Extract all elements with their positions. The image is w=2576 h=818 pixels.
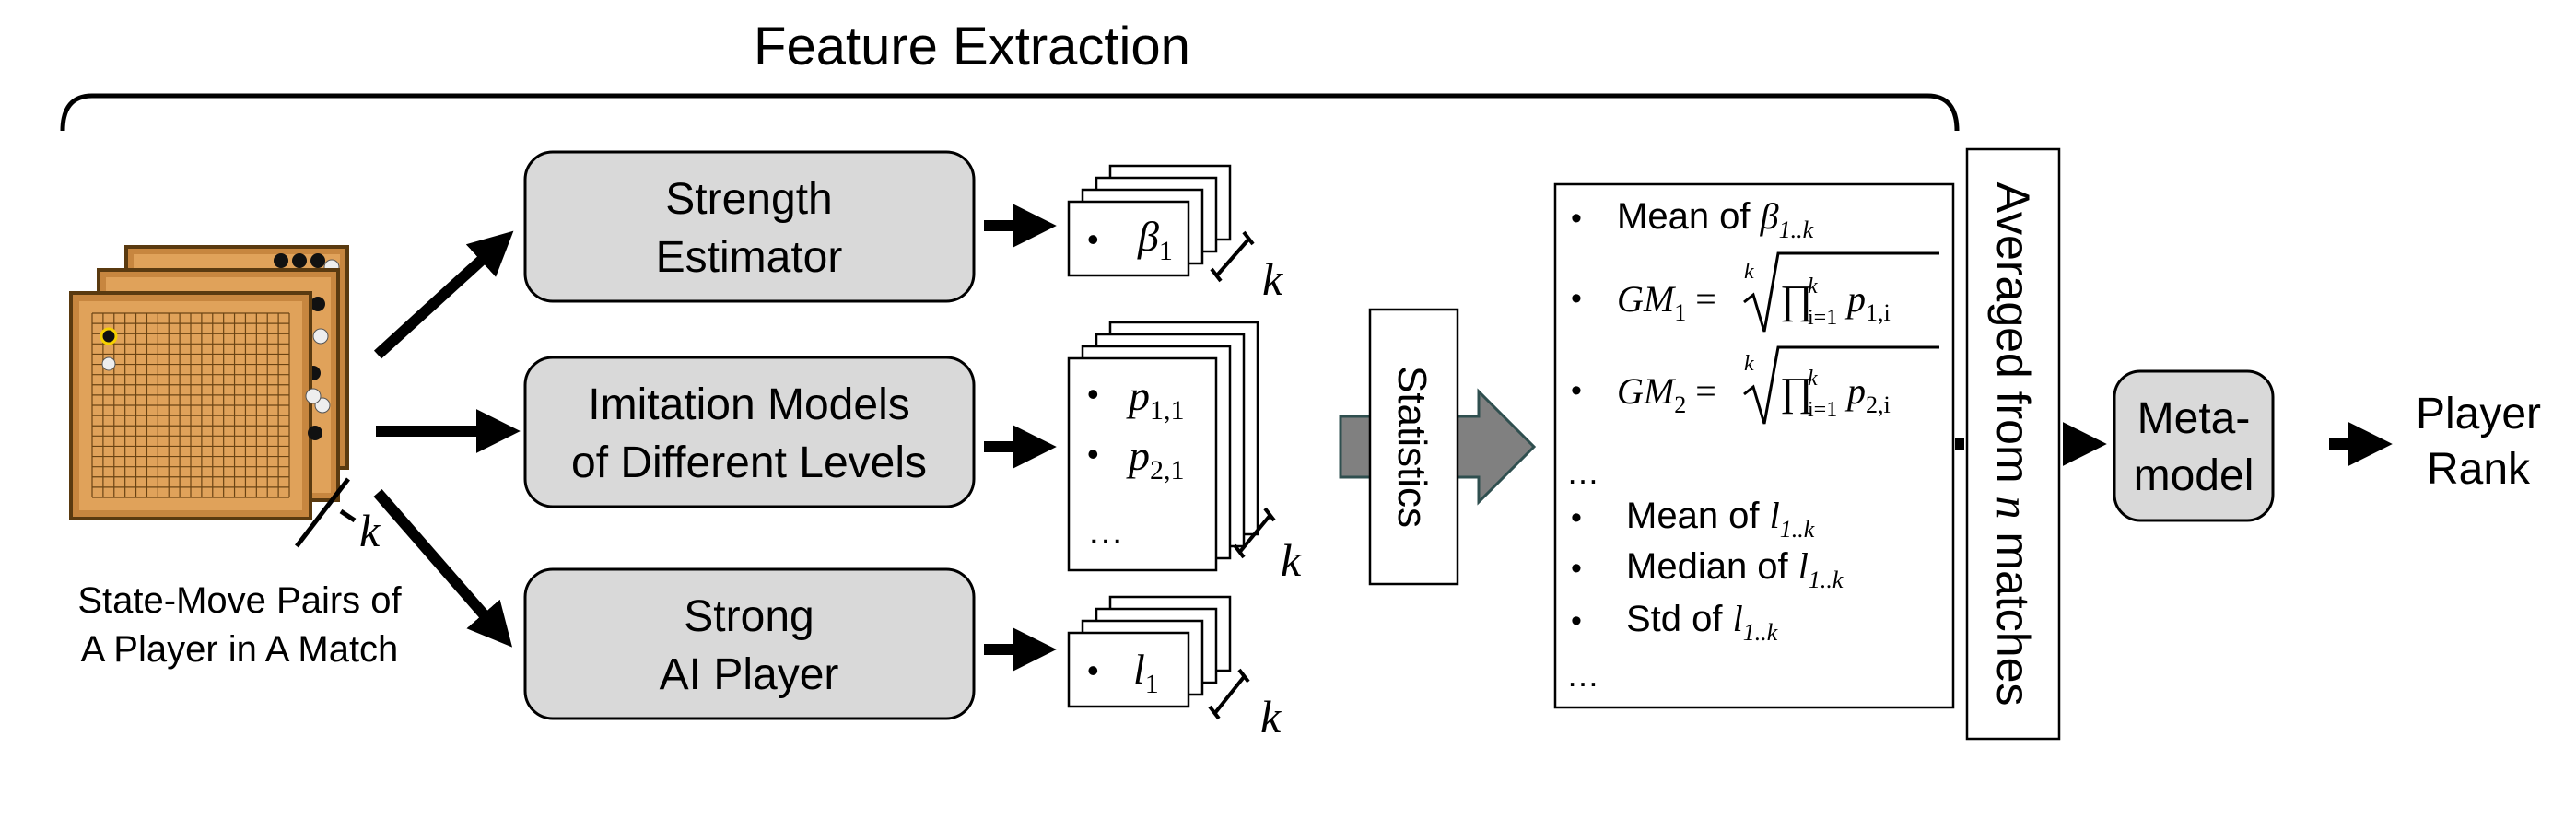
arrow-to-strength-estimator [373,230,514,359]
beta-output-stack: • β1 k [1067,164,1283,305]
feature-ellipsis: … [1566,453,1599,491]
k-label: k [359,505,381,556]
diagram-title: Feature Extraction [754,17,1190,76]
k-label: k [1262,253,1283,305]
averaged-box [1965,147,2061,741]
feature-ellipsis-2: … [1566,656,1599,694]
bullet: • [1571,373,1582,408]
svg-text:p1,i: p1,i [1844,278,1891,326]
model-box-strength-estimator: Strength Estimator [523,150,976,303]
averaged-label: Averaged from n matches [1987,182,2039,707]
l-output-stack: • l1 k [1067,595,1282,742]
statistics-box [1368,308,1459,586]
meta-model-line1: Meta- [2137,394,2251,443]
bullet: • [1087,220,1099,258]
svg-text:k: k [1744,260,1754,284]
feature-extraction-brace [60,93,1960,132]
svg-text:i=1: i=1 [1808,398,1837,422]
feature-gm1: GM1 = k ∏ k i=1 p1,i [1617,251,1939,333]
meta-model-line2: model [2134,451,2254,500]
input-caption-line2: A Player in A Match [81,629,399,670]
statistics-label: Statistics [1389,366,1434,528]
feature-list-box [1553,182,1955,709]
feature-gm2: GM2 = k ∏ k i=1 p2,i [1617,345,1939,425]
bullet: • [1087,651,1099,689]
l-variable: l1 [1133,646,1159,699]
bullet: • [1571,281,1582,316]
feature-mean-beta: Mean of β1..k [1617,195,1814,243]
bullet: • [1087,375,1099,413]
k-label: k [1260,691,1282,742]
bullet: • [1571,500,1582,535]
svg-text:∏: ∏ [1780,277,1813,322]
feature-median-l: Median of l1..k [1626,545,1844,593]
svg-text:k: k [1808,275,1818,298]
output-label-line2: Rank [2427,445,2531,494]
p-variable-1: p1,1 [1126,372,1185,426]
k-label: k [1281,534,1302,586]
go-board-front [69,291,322,520]
meta-model-box: Meta- model [2113,369,2275,522]
input-k-marker: k [295,477,381,556]
svg-text:p2,i: p2,i [1844,370,1891,418]
bullet: • [1571,201,1582,236]
model-box-strong-ai: Strong AI Player [523,567,976,720]
model-label-line2: AI Player [660,650,839,699]
bullet: • [1087,435,1099,473]
svg-text:∏: ∏ [1780,369,1813,415]
model-box-imitation-models: Imitation Models of Different Levels [523,356,976,508]
svg-text:GM1 =: GM1 = [1617,278,1716,326]
p-output-stack: • p1,1 • p2,1 … k [1067,321,1302,586]
model-label-line1: Imitation Models [588,380,909,429]
feature-std-l: Std of l1..k [1626,598,1778,646]
svg-text:GM2 =: GM2 = [1617,370,1716,418]
go-boards-stack [69,245,349,520]
feature-mean-l: Mean of l1..k [1626,495,1815,543]
bullet: • [1571,603,1582,638]
output-label-line1: Player [2416,390,2541,438]
svg-text:k: k [1744,352,1754,376]
beta-variable: β1 [1137,213,1173,266]
p-variable-2: p2,1 [1126,432,1185,485]
arrow-to-strong-ai [373,489,513,648]
model-label-line2: of Different Levels [571,438,927,487]
svg-text:k: k [1808,367,1818,391]
feature-list: • Mean of β1..k • GM1 = k ∏ k i=1 p1,i •… [1566,195,1939,694]
bullet: • [1571,551,1582,586]
model-label-line2: Estimator [656,233,843,282]
svg-text:i=1: i=1 [1808,306,1837,330]
model-label-line1: Strength [665,175,832,224]
input-caption-line1: State-Move Pairs of [77,580,402,621]
model-label-line1: Strong [684,592,814,641]
p-ellipsis: … [1087,511,1124,552]
